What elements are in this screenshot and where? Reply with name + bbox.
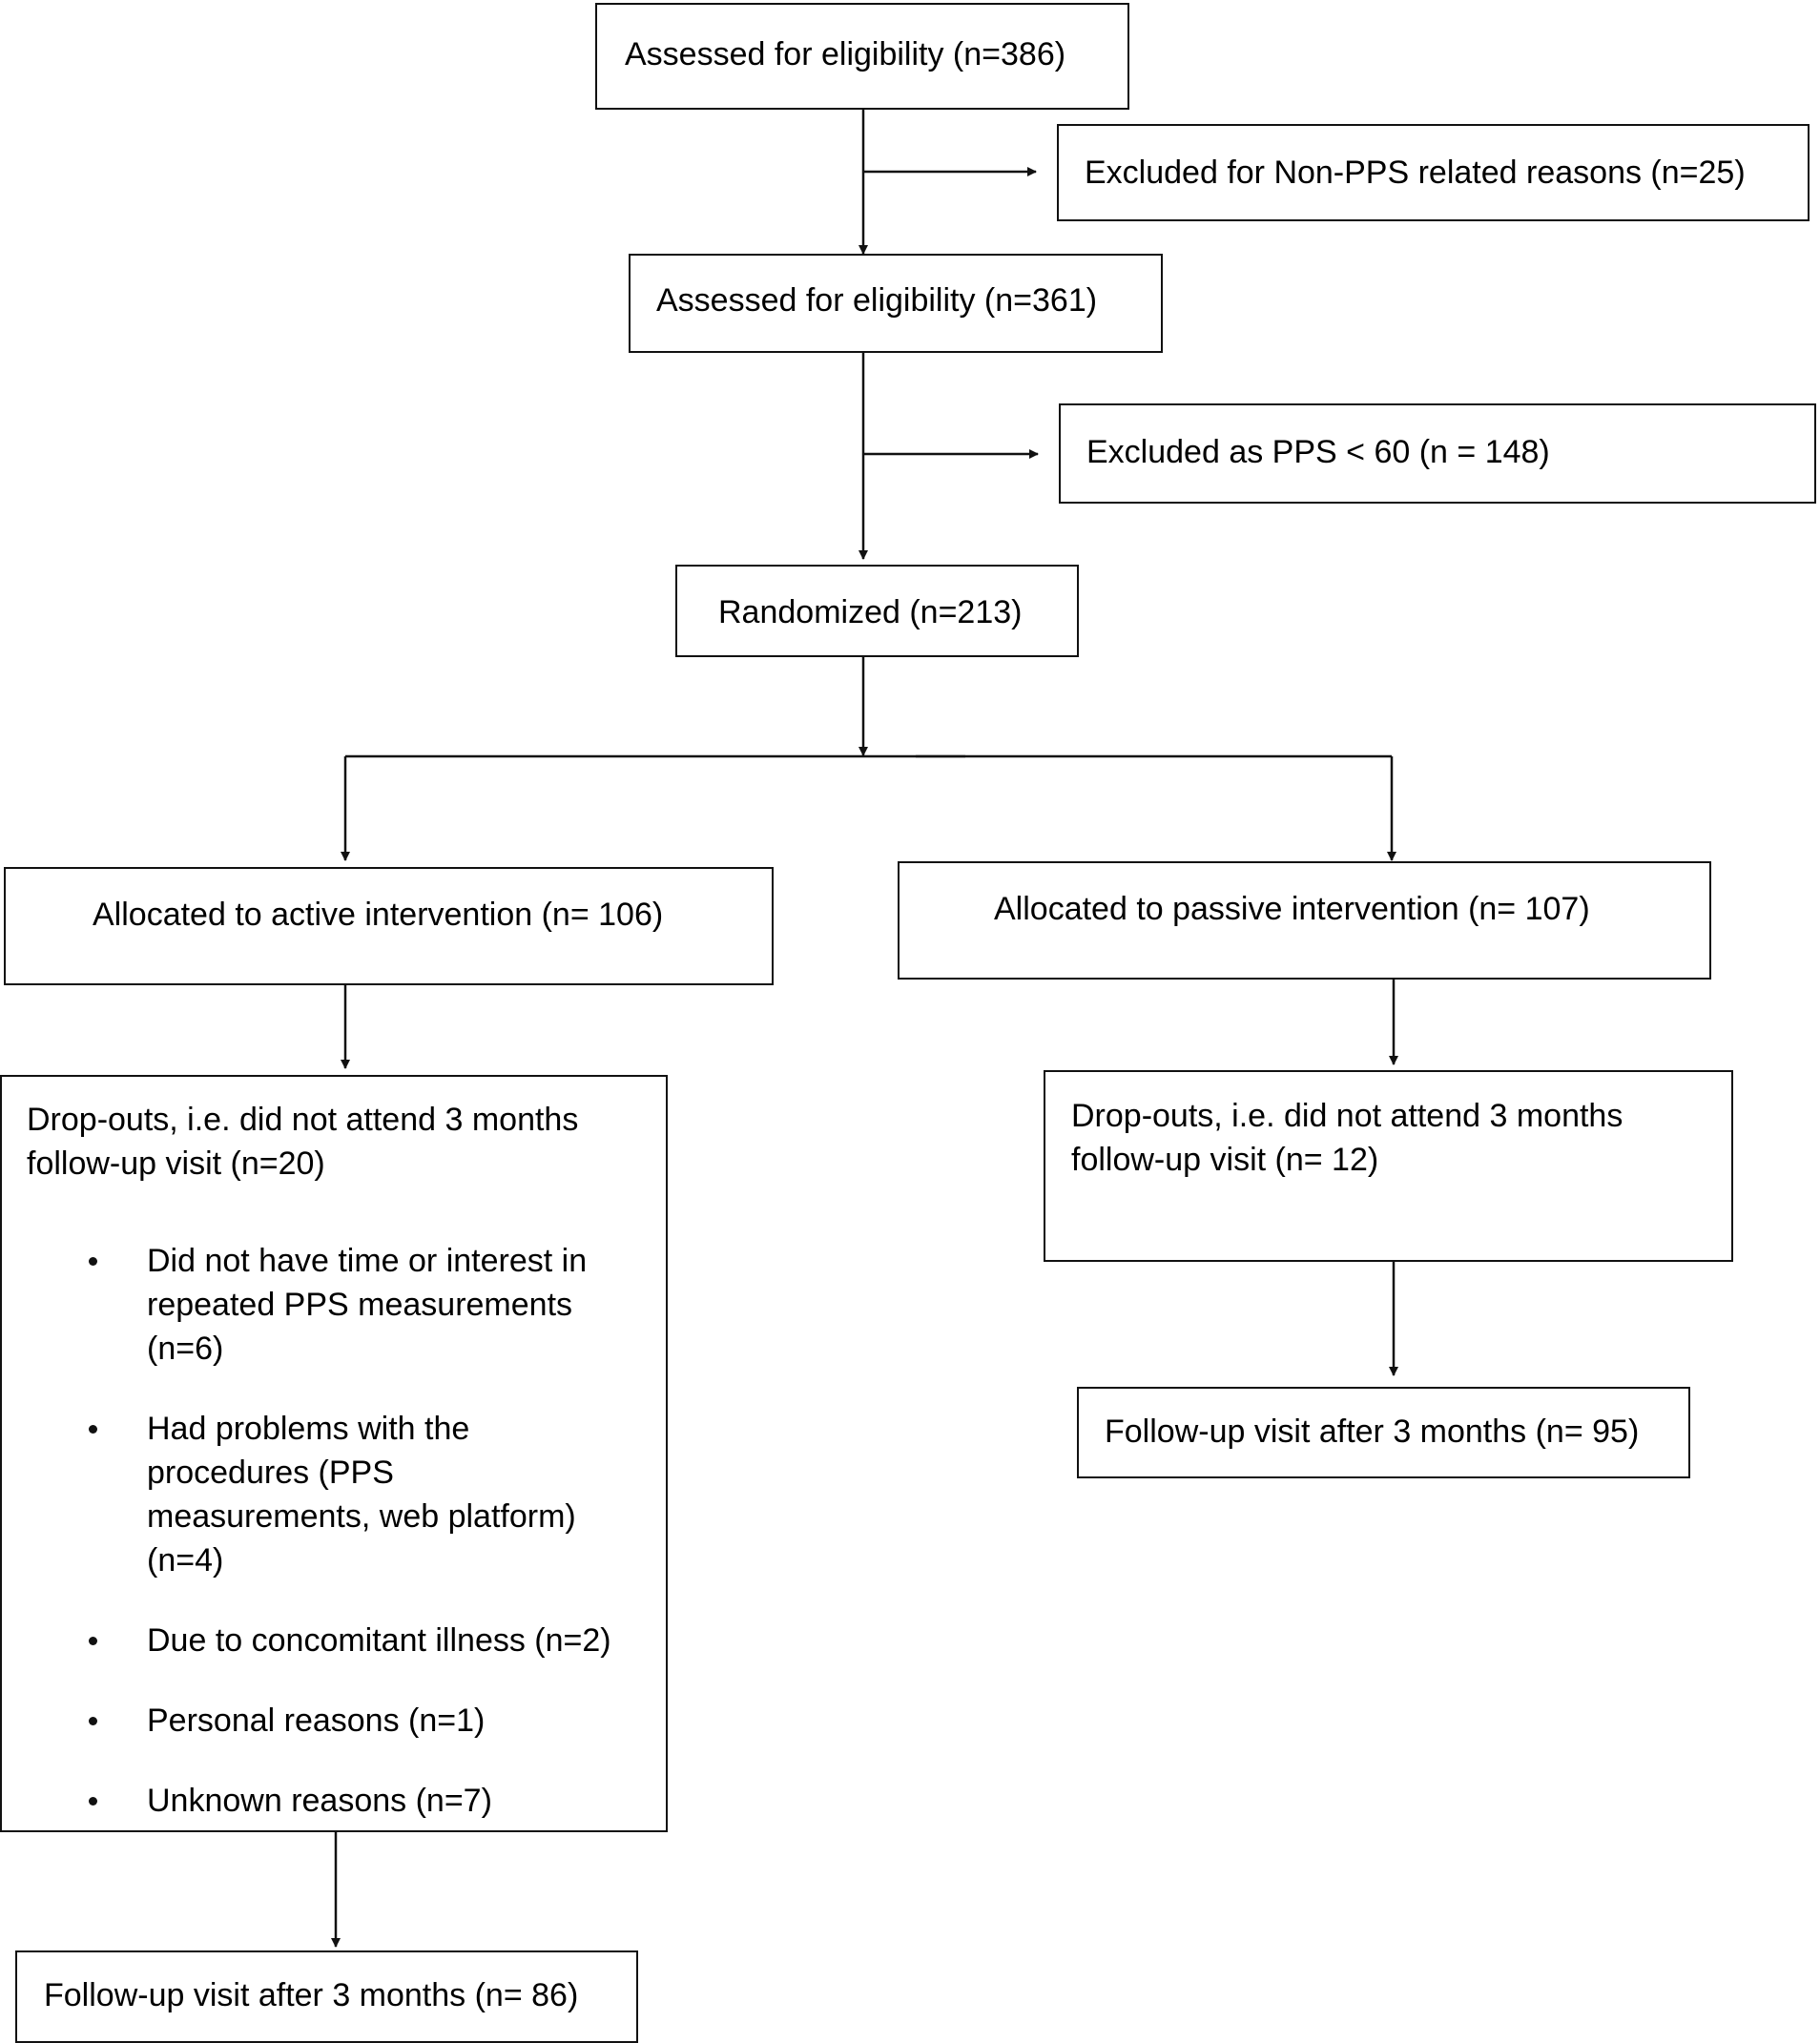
passive-allocation-label: Allocated to passive intervention (n= 10… bbox=[994, 891, 1590, 927]
active-dropouts-line-1: Drop-outs, i.e. did not attend 3 months bbox=[27, 1102, 579, 1138]
active-dropouts-line-2: follow-up visit (n=20) bbox=[27, 1145, 325, 1182]
dropout-reasons-list: Did not have time or interest in repeate… bbox=[2, 1239, 666, 1859]
active-dropouts-heading: Drop-outs, i.e. did not attend 3 months … bbox=[27, 1098, 578, 1186]
passive-followup-box: Follow-up visit after 3 months (n= 95) bbox=[1077, 1387, 1690, 1478]
passive-allocation-box: Allocated to passive intervention (n= 10… bbox=[898, 861, 1711, 980]
assessed-eligibility-box-1: Assessed for eligibility (n=386) bbox=[595, 3, 1129, 110]
active-allocation-label: Allocated to active intervention (n= 106… bbox=[93, 897, 664, 933]
reason-text-line: Personal reasons (n=1) bbox=[147, 1702, 486, 1739]
dropout-reason-item: Had problems with the procedures (PPS me… bbox=[2, 1407, 666, 1582]
excluded-pps-label: Excluded as PPS < 60 (n = 148) bbox=[1086, 434, 1550, 470]
reason-text-line: (n=4) bbox=[147, 1542, 224, 1579]
assessed-eligibility-box-2: Assessed for eligibility (n=361) bbox=[629, 254, 1163, 353]
assessed-eligibility-label-1: Assessed for eligibility (n=386) bbox=[625, 36, 1066, 72]
passive-dropouts-line-1: Drop-outs, i.e. did not attend 3 months bbox=[1071, 1098, 1624, 1134]
excluded-non-pps-label: Excluded for Non-PPS related reasons (n=… bbox=[1085, 155, 1746, 191]
excluded-pps-box: Excluded as PPS < 60 (n = 148) bbox=[1059, 403, 1816, 504]
reason-text-line: Did not have time or interest in bbox=[147, 1243, 588, 1279]
reason-text-line: Unknown reasons (n=7) bbox=[147, 1783, 492, 1819]
randomized-box: Randomized (n=213) bbox=[675, 565, 1079, 657]
active-dropouts-box: Drop-outs, i.e. did not attend 3 months … bbox=[0, 1075, 668, 1832]
reason-text-line: procedures (PPS bbox=[147, 1455, 394, 1491]
passive-followup-label: Follow-up visit after 3 months (n= 95) bbox=[1105, 1414, 1640, 1450]
passive-dropouts-heading: Drop-outs, i.e. did not attend 3 months … bbox=[1071, 1094, 1623, 1182]
active-allocation-box: Allocated to active intervention (n= 106… bbox=[4, 867, 774, 985]
active-followup-box: Follow-up visit after 3 months (n= 86) bbox=[15, 1950, 638, 2043]
reason-text-line: repeated PPS measurements bbox=[147, 1287, 573, 1323]
excluded-non-pps-box: Excluded for Non-PPS related reasons (n=… bbox=[1057, 124, 1810, 221]
passive-dropouts-box: Drop-outs, i.e. did not attend 3 months … bbox=[1044, 1070, 1733, 1262]
assessed-eligibility-label-2: Assessed for eligibility (n=361) bbox=[656, 282, 1098, 319]
reason-text-line: measurements, web platform) bbox=[147, 1498, 576, 1535]
reason-text-line: Due to concomitant illness (n=2) bbox=[147, 1622, 611, 1659]
dropout-reason-item: Did not have time or interest in repeate… bbox=[2, 1239, 666, 1371]
reason-text-line: (n=6) bbox=[147, 1331, 224, 1367]
dropout-reason-item: Due to concomitant illness (n=2) bbox=[2, 1619, 666, 1662]
passive-dropouts-line-2: follow-up visit (n= 12) bbox=[1071, 1142, 1379, 1178]
dropout-reason-item: Unknown reasons (n=7) bbox=[2, 1779, 666, 1823]
dropout-reason-item: Personal reasons (n=1) bbox=[2, 1699, 666, 1743]
randomized-label: Randomized (n=213) bbox=[718, 594, 1023, 630]
active-followup-label: Follow-up visit after 3 months (n= 86) bbox=[44, 1977, 579, 2013]
reason-text-line: Had problems with the bbox=[147, 1411, 470, 1447]
